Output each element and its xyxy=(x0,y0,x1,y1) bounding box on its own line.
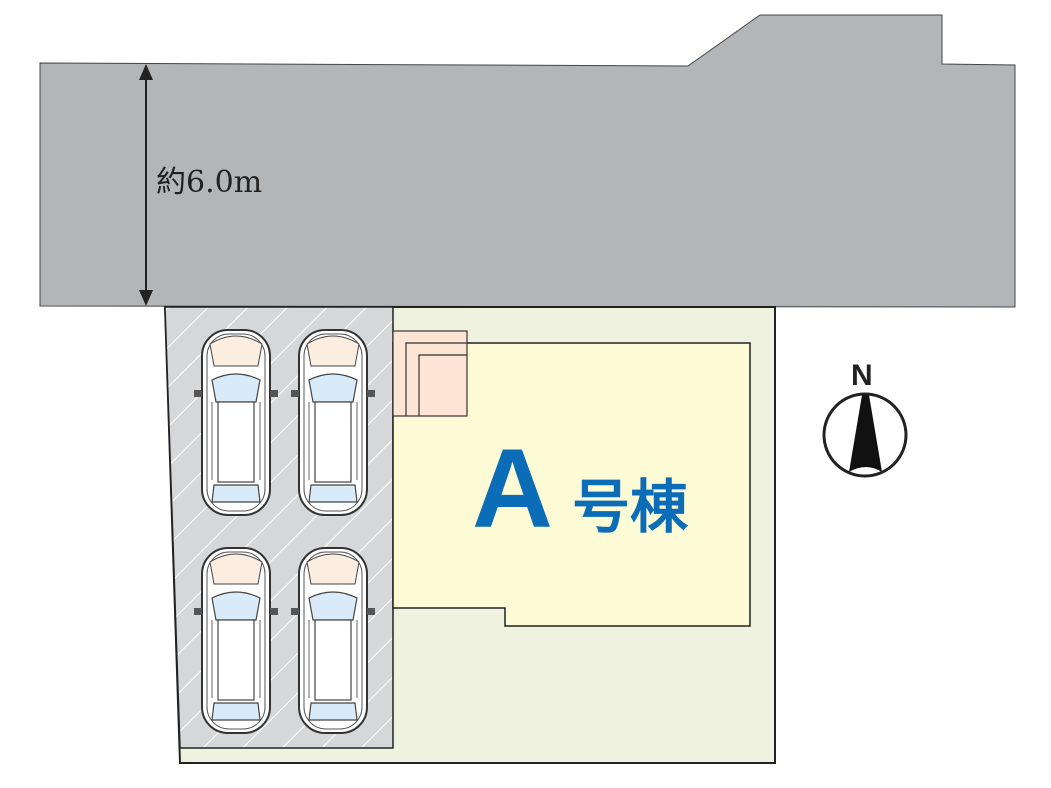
road xyxy=(39,14,1016,308)
car-icon xyxy=(290,547,376,734)
building-footprint xyxy=(392,342,751,627)
road-width-label: 約6.0m xyxy=(156,165,262,200)
north-label: N xyxy=(851,359,873,392)
road-width-dimension xyxy=(139,64,153,306)
car-icon xyxy=(193,547,279,734)
building-letter: A xyxy=(472,426,553,551)
north-compass-icon: N xyxy=(822,359,908,478)
car-icon xyxy=(290,329,376,516)
car-icon xyxy=(193,329,279,516)
entrance xyxy=(392,330,468,417)
building-suffix: 号棟 xyxy=(572,475,689,540)
